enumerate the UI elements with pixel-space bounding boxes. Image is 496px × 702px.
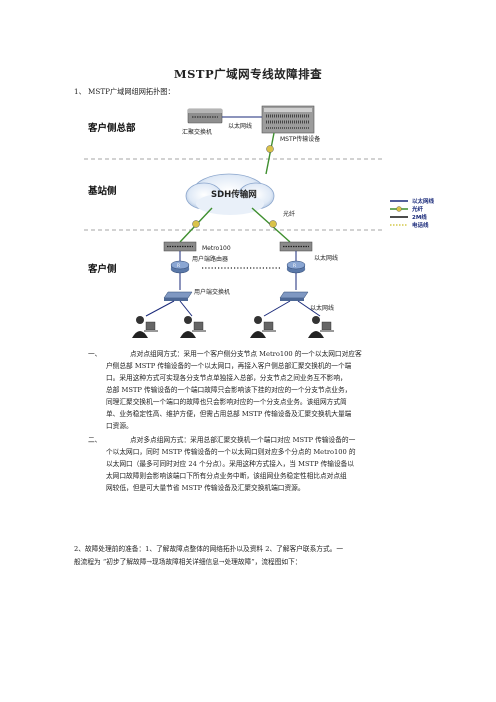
- item-1-line: 同理汇聚交换机一个端口的故障也只会影响对应的一个分支点业务。该组网方式简: [106, 398, 347, 406]
- fiber-link-hq: [265, 132, 275, 175]
- item-2-line: 网较低，但是可大量节省 MSTP 传输设备及汇聚交换机端口资源。: [106, 484, 305, 492]
- ethernet-link: [179, 300, 193, 317]
- user-workstation-icon: [250, 316, 276, 338]
- sdh-network-label: SDH传输网: [211, 189, 257, 200]
- page-title: MSTP广域网专线故障排查: [173, 67, 323, 81]
- user-router-left-icon: R: [170, 260, 190, 274]
- fiber-port-icon: [266, 145, 274, 153]
- item-2-line: 点对多点组网方式：采用总部汇聚交换机一个端口对应 MSTP 传输设备的一: [130, 436, 356, 444]
- ethernet-link: [297, 300, 321, 317]
- user-switch-left-icon: [163, 291, 193, 301]
- ethernet-link: [263, 300, 291, 317]
- item-1-number: 一、: [88, 350, 102, 358]
- item-1-line: 点对点组网方式：采用一个客户侧分支节点 Metro100 的一个以太网口对应客: [130, 350, 362, 358]
- legend-label-ethernet: 以太网线: [412, 197, 435, 205]
- item-1-line: 口。采用这种方式可实现各分支节点单独接入总部，分支节点之间业务互不影响，: [106, 374, 347, 382]
- item-1-line: 户侧总部 MSTP 传输设备的一个以太网口，再接入客户侧总部汇聚交换机的一个端: [106, 362, 352, 370]
- metro100-device-right-icon: [279, 241, 313, 252]
- item-2-line: 个以太网口，同时 MSTP 传输设备的一个以太网口则对应多个分点的 Metro1…: [106, 448, 356, 456]
- aggregation-switch-label: 汇聚交换机: [182, 128, 212, 136]
- topology-diagram: 客户侧总部 基站侧 客户侧 汇聚交换机 以太网线 MSTP传输设备 SDH传输网…: [84, 104, 484, 342]
- svg-text:R: R: [177, 263, 180, 269]
- item-1-line: 单、业务稳定性高、维护方便，但需占用总部 MSTP 传输设备及汇聚交换机大量端: [106, 410, 352, 418]
- aggregation-switch-icon: [187, 108, 223, 124]
- fiber-label: 光纤: [283, 210, 295, 218]
- item-2-line: 太网口故障则会影响该端口下所有分点业务中断，该组网业务稳定性相比点对点组: [106, 472, 347, 480]
- ethernet-line-label-top: 以太网线: [228, 122, 252, 130]
- legend-label-fiber: 光纤: [411, 205, 424, 213]
- user-workstation-icon: [308, 316, 334, 338]
- item-2-line: 以太网口（最多可同时对应 24 个分点）。采用这种方式接入，当 MSTP 传输设…: [106, 460, 355, 468]
- zone-label-base-station: 基站侧: [87, 185, 117, 197]
- legend-label-telephone: 电话线: [412, 221, 429, 229]
- user-router-right-icon: R: [286, 260, 306, 274]
- ethernet-link: [145, 300, 175, 317]
- user-switch-label: 用户端交换机: [194, 288, 230, 296]
- ethernet-line-label-right: 以太网线: [314, 254, 338, 262]
- user-workstation-icon: [132, 316, 158, 338]
- item-2-number: 二、: [88, 436, 102, 444]
- ethernet-line-label-bottom: 以太网线: [310, 304, 334, 312]
- sdh-cloud-icon: [185, 173, 275, 215]
- svg-text:R: R: [293, 263, 296, 269]
- section-2-line: 般流程为 “初步了解故障→现场故障相关详细信息→处理故障”，流程图如下：: [74, 558, 302, 566]
- metro100-device-left-icon: [163, 241, 197, 252]
- zone-label-customer: 客户侧: [87, 263, 117, 275]
- mstp-device-icon: [261, 105, 315, 134]
- item-1-line: 总部 MSTP 传输设备的一个端口故障只会影响该下挂的对应的一个分支节点业务，: [106, 386, 352, 394]
- user-workstation-icon: [180, 316, 206, 338]
- zone-label-customer-hq: 客户侧总部: [87, 122, 136, 134]
- section-2-line: 2、故障处理前的准备：1、了解故障点整体的网络拓扑以及资料 2、了解客户联系方式…: [74, 545, 344, 553]
- legend-label-2m: 2M线: [412, 213, 427, 221]
- user-router-label: 用户端路由器: [192, 255, 228, 263]
- user-switch-right-icon: [279, 291, 309, 301]
- fiber-port-icon: [269, 220, 277, 228]
- legend: 以太网线 光纤 2M线 电话线: [390, 197, 435, 229]
- item-1-line: 口资源。: [106, 422, 133, 430]
- section-1-heading: 1、 MSTP广域网组网拓扑图：: [74, 87, 175, 96]
- metro100-label: Metro100: [202, 245, 231, 252]
- mstp-device-label: MSTP传输设备: [280, 135, 320, 143]
- fiber-port-icon: [192, 220, 200, 228]
